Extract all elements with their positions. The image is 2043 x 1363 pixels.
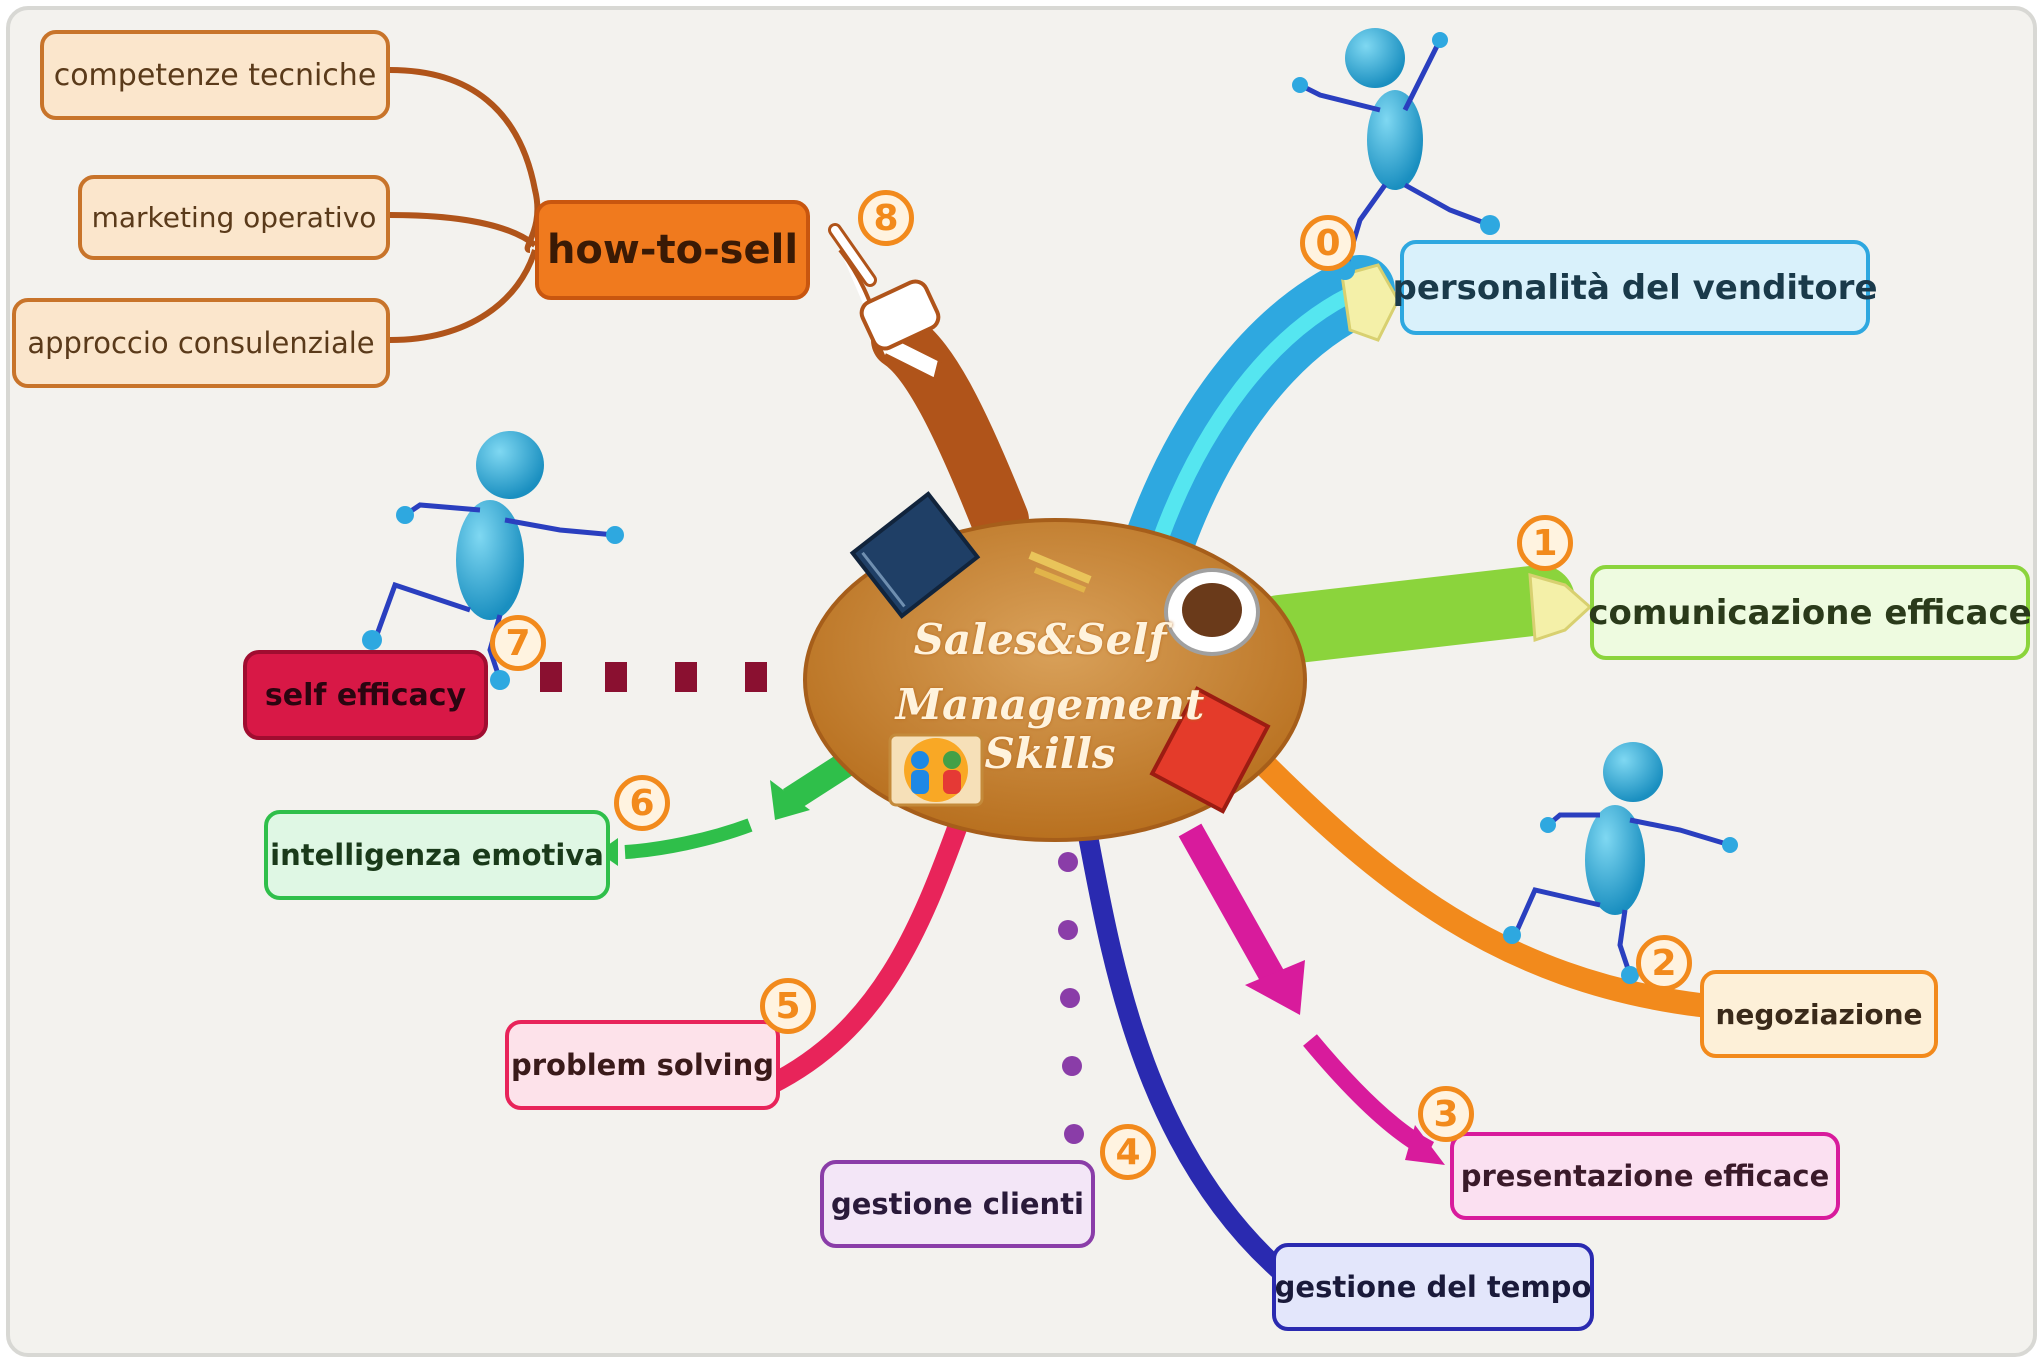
arrow-head-3b	[1405, 1125, 1445, 1165]
connector-marketing	[389, 212, 537, 248]
node-presentazione-efficace[interactable]: presentazione efficace	[1450, 1132, 1840, 1220]
branch-negoziazione	[1248, 748, 1712, 1017]
running-figure-icon	[362, 431, 624, 690]
node-marketing-operativo[interactable]: marketing operativo	[78, 175, 390, 260]
badge-4: 4	[1100, 1124, 1156, 1180]
connector-approccio	[389, 249, 538, 343]
branch-intelligenza-arrow-2	[624, 818, 753, 859]
node-gestione-clienti[interactable]: gestione clienti	[820, 1160, 1095, 1248]
branch-gestione-tempo	[1075, 810, 1295, 1285]
coffee-cup-icon	[1164, 568, 1260, 656]
node-intelligenza-emotiva[interactable]: intelligenza emotiva	[264, 810, 610, 900]
branch-problem-solving	[760, 810, 970, 1095]
node-how-to-sell[interactable]: how-to-sell	[535, 200, 810, 300]
badge-7: 7	[490, 615, 546, 671]
node-problem-solving[interactable]: problem solving	[505, 1020, 780, 1110]
badge-1: 1	[1517, 515, 1573, 571]
node-self-efficacy[interactable]: self efficacy	[243, 650, 488, 740]
badge-3: 3	[1418, 1086, 1474, 1142]
pencil-tip-0	[1340, 263, 1400, 342]
pointing-hand-icon	[828, 223, 943, 383]
node-competenze-tecniche[interactable]: competenze tecniche	[40, 30, 390, 120]
red-book-icon	[1149, 686, 1271, 814]
branch-comunicazione	[1245, 565, 1575, 665]
badge-2: 2	[1636, 935, 1692, 991]
branch-personalita-highlight	[1152, 282, 1364, 543]
badge-5: 5	[760, 978, 816, 1034]
pencils-icon	[1028, 551, 1092, 593]
node-comunicazione-efficace[interactable]: comunicazione efficace	[1588, 565, 2032, 660]
node-approccio-consulenziale[interactable]: approccio consulenziale	[12, 298, 390, 388]
badge-6: 6	[614, 775, 670, 831]
node-personalita-venditore[interactable]: personalità del venditore	[1393, 240, 1878, 335]
branch-presentazione-arrow-1	[1178, 823, 1292, 997]
node-gestione-del-tempo[interactable]: gestione del tempo	[1272, 1243, 1594, 1331]
people-logo-icon	[888, 733, 984, 807]
arrow-head-3a	[1245, 960, 1305, 1015]
center-title-line2: Management Skills	[895, 680, 1205, 778]
running-figure-icon	[1292, 28, 1500, 280]
badge-8: 8	[858, 190, 914, 246]
notebook-icon	[849, 491, 981, 619]
running-figure-icon	[1503, 742, 1738, 984]
pencil-tip-1	[1528, 572, 1593, 643]
arrow-head-6a	[770, 780, 810, 820]
node-negoziazione[interactable]: negoziazione	[1700, 970, 1938, 1058]
branch-self-efficacy-dashes	[540, 662, 767, 692]
badge-0: 0	[1300, 215, 1356, 271]
center-title-line1: Sales&Self	[913, 615, 1167, 664]
